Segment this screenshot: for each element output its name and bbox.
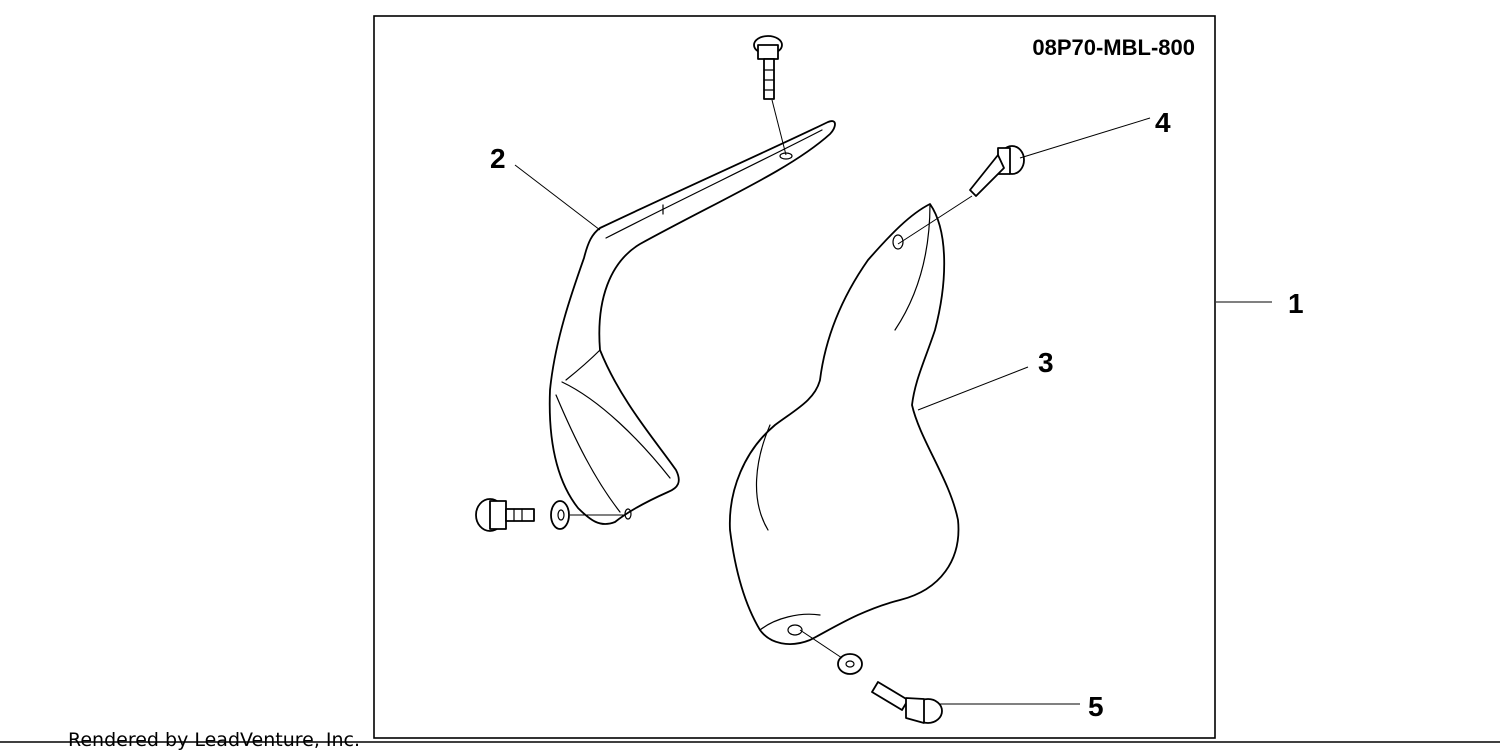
callout-5: 5	[1088, 691, 1104, 722]
part-2-fender-guard[interactable]	[548, 120, 836, 525]
diagram-frame	[373, 15, 1216, 739]
lower-left-washer[interactable]	[550, 500, 626, 530]
callout-1: 1	[1288, 288, 1304, 319]
top-screw[interactable]	[753, 35, 787, 156]
leader-2	[514, 164, 601, 231]
callout-4: 4	[1155, 107, 1171, 138]
leader-4	[1019, 117, 1151, 159]
part-5-screw[interactable]	[871, 681, 943, 724]
footer-credit: Rendered by LeadVenture, Inc.	[68, 729, 360, 751]
part-4-screw[interactable]	[897, 145, 1025, 245]
part-number-label: 08P70-MBL-800	[1032, 35, 1195, 60]
lower-right-washer[interactable]	[799, 629, 863, 675]
callout-3: 3	[1038, 347, 1054, 378]
leader-3	[917, 366, 1029, 411]
callout-2: 2	[490, 143, 506, 174]
part-3-fender-guard[interactable]	[728, 203, 960, 645]
lower-left-screw[interactable]	[475, 498, 535, 532]
